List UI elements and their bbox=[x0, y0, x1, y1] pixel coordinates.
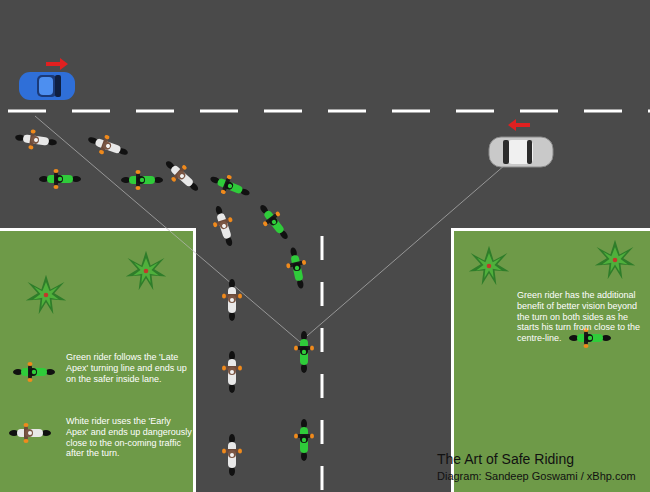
note-text: Green rider has the additional benefit o… bbox=[517, 290, 645, 344]
note-text: White rider uses the 'Early Apex' and en… bbox=[66, 416, 194, 459]
tree bbox=[595, 240, 635, 280]
blue-car bbox=[19, 72, 75, 100]
tree bbox=[469, 246, 509, 286]
centre-line bbox=[0, 111, 650, 492]
grass-left bbox=[0, 231, 193, 492]
note-text: Green rider follows the 'Late Apex' turn… bbox=[66, 352, 194, 384]
tree bbox=[26, 275, 66, 315]
green-bike-icon bbox=[13, 362, 55, 382]
white-rider-path bbox=[14, 127, 242, 476]
diagram-title: The Art of Safe Riding bbox=[437, 451, 574, 467]
direction-arrow bbox=[508, 119, 530, 131]
white-bike-icon bbox=[9, 423, 51, 443]
sight-lines bbox=[35, 116, 520, 342]
direction-arrow bbox=[46, 58, 68, 70]
diagram-caption: Diagram: Sandeep Goswami / xBhp.com bbox=[437, 470, 636, 482]
green-rider-path bbox=[39, 169, 314, 461]
tree bbox=[126, 251, 166, 291]
silver-car bbox=[489, 137, 553, 167]
road-edge-lines bbox=[0, 230, 650, 492]
